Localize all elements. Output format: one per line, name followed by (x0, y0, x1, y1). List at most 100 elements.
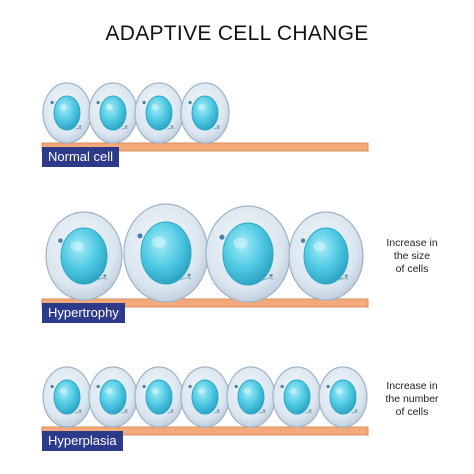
organelle-dot (217, 409, 220, 412)
nucleus-highlight (151, 236, 166, 248)
hyperplasia-description: Increase in the number of cells (372, 380, 452, 419)
label-hyperplasia: Hyperplasia (42, 431, 123, 451)
nucleus-highlight (233, 237, 248, 249)
cell-nucleus (145, 379, 173, 415)
organelle-fold (75, 411, 82, 414)
organelle-fold (75, 127, 82, 130)
organelle-fold (338, 277, 349, 281)
organelle-fold (121, 411, 128, 414)
cell-nucleus (99, 95, 127, 131)
organelle-fold (167, 411, 174, 414)
organelle-dot (142, 100, 146, 105)
organelle-dot (219, 234, 225, 240)
hypertrophy-desc-line-2: the size (393, 250, 431, 262)
nucleus-highlight (197, 387, 205, 395)
nucleus-highlight (197, 103, 205, 111)
hyperplastic-cell (226, 366, 276, 428)
organelle-fold (213, 411, 220, 414)
organelle-dot (300, 238, 306, 243)
normal-cell (42, 82, 92, 144)
nucleus-highlight (59, 103, 67, 111)
organelle-dot (188, 100, 192, 105)
hyperplastic-cell (318, 366, 368, 428)
organelle-fold (262, 277, 274, 281)
organelle-fold (167, 127, 174, 130)
organelle-dot (344, 274, 348, 278)
organelle-dot (125, 125, 128, 128)
cell-nucleus (140, 221, 192, 285)
cell-nucleus (99, 379, 127, 415)
organelle-fold (213, 127, 220, 130)
nucleus-highlight (105, 103, 113, 111)
organelle-dot (125, 409, 128, 412)
hyperplastic-cell (272, 366, 322, 428)
cell-group (42, 82, 368, 428)
nucleus-highlight (289, 387, 297, 395)
organelle-dot (280, 384, 284, 389)
nucleus-highlight (151, 103, 159, 111)
organelle-fold (351, 411, 358, 414)
hypertrophy-desc-line-3: of cells (395, 263, 429, 275)
hypertrophic-cell (205, 205, 291, 303)
organelle-dot (355, 409, 358, 412)
cell-nucleus (145, 95, 173, 131)
cell-nucleus (329, 379, 357, 415)
cell-nucleus (60, 227, 108, 285)
label-hypertrophy: Hypertrophy (42, 303, 125, 323)
organelle-dot (96, 100, 100, 105)
organelle-dot (171, 125, 174, 128)
hyperplastic-cell (88, 366, 138, 428)
cell-nucleus (53, 95, 81, 131)
cell-nucleus (303, 227, 349, 285)
hyperplastic-cell (134, 366, 184, 428)
normal-cell (134, 82, 184, 144)
hypertrophy-desc-line-1: Increase in (386, 237, 438, 249)
nucleus-highlight (70, 241, 84, 252)
organelle-fold (259, 411, 266, 414)
organelle-dot (142, 384, 146, 389)
cell-nucleus (53, 379, 81, 415)
organelle-fold (97, 277, 108, 281)
organelle-dot (188, 384, 192, 389)
normal-cell (88, 82, 138, 144)
hypertrophic-cell (123, 203, 209, 303)
organelle-dot (58, 238, 63, 243)
hyperplasia-desc-line-2: the number (385, 393, 439, 405)
normal-cell (180, 82, 230, 144)
organelle-dot (234, 384, 238, 389)
organelle-dot (171, 409, 174, 412)
organelle-dot (187, 273, 191, 277)
cell-nucleus (191, 95, 219, 131)
nucleus-highlight (313, 241, 326, 252)
nucleus-highlight (243, 387, 251, 395)
organelle-dot (50, 100, 54, 105)
organelle-dot (263, 409, 266, 412)
organelle-dot (103, 274, 107, 278)
organelle-dot (79, 125, 82, 128)
cell-nucleus (283, 379, 311, 415)
organelle-dot (269, 273, 273, 278)
organelle-fold (180, 277, 192, 281)
hypertrophic-cell (288, 211, 364, 301)
hyperplasia-desc-line-3: of cells (395, 406, 429, 418)
diagram-title: ADAPTIVE CELL CHANGE (105, 22, 369, 45)
hyperplastic-cell (180, 366, 230, 428)
hyperplasia-desc-line-1: Increase in (386, 380, 438, 392)
organelle-dot (309, 409, 312, 412)
organelle-dot (96, 384, 100, 389)
cell-nucleus (191, 379, 219, 415)
organelle-fold (121, 127, 128, 130)
nucleus-highlight (59, 387, 67, 395)
hypertrophy-description: Increase in the size of cells (372, 237, 452, 276)
label-normal-cell: Normal cell (42, 147, 120, 167)
organelle-dot (217, 125, 220, 128)
organelle-dot (79, 409, 82, 412)
organelle-dot (326, 384, 330, 389)
organelle-fold (305, 411, 312, 414)
nucleus-highlight (151, 387, 159, 395)
nucleus-highlight (335, 387, 343, 395)
organelle-dot (137, 233, 143, 239)
cell-nucleus (222, 222, 274, 286)
